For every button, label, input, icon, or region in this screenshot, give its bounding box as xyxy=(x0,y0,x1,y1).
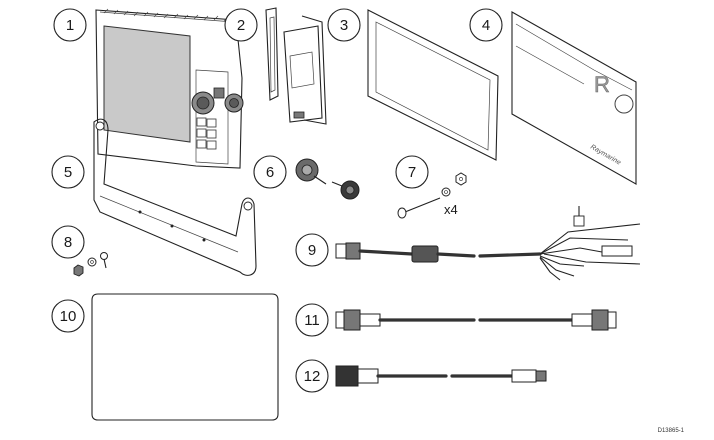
power-data-cable xyxy=(335,206,641,281)
callout-12: 12 xyxy=(295,359,329,393)
callout-10: 10 xyxy=(51,299,85,333)
callout-2: 2 xyxy=(224,8,258,42)
panel-gasket xyxy=(367,9,499,161)
callout-3: 3 xyxy=(327,8,361,42)
adapter-cable xyxy=(335,365,547,387)
svg-text:5: 5 xyxy=(64,164,72,181)
svg-text:11: 11 xyxy=(304,312,320,329)
svg-text:2: 2 xyxy=(237,17,245,34)
card-reader-trim-pieces xyxy=(265,7,327,125)
svg-text:9: 9 xyxy=(308,242,316,259)
sun-cover: R Raymarine xyxy=(511,11,637,185)
callout-4: 4 xyxy=(469,8,503,42)
svg-text:Raymarine: Raymarine xyxy=(589,144,622,167)
callout-7: 7 xyxy=(395,155,429,189)
svg-text:6: 6 xyxy=(266,164,274,181)
trunnion-knobs xyxy=(295,158,360,200)
figure-code: D13865-1 xyxy=(658,428,685,434)
svg-text:3: 3 xyxy=(340,17,348,34)
callout-6: 6 xyxy=(253,155,287,189)
screw-set: x4 xyxy=(397,172,467,219)
protective-sheet xyxy=(91,293,279,421)
svg-text:7: 7 xyxy=(408,164,416,181)
trunnion-bracket xyxy=(93,118,257,276)
svg-text:1: 1 xyxy=(66,17,74,34)
svg-text:x4: x4 xyxy=(444,202,458,217)
callout-1: 1 xyxy=(53,8,87,42)
display-unit xyxy=(95,8,244,169)
network-cable xyxy=(335,309,617,331)
callout-11: 11 xyxy=(295,303,329,337)
callout-8: 8 xyxy=(51,225,85,259)
svg-text:4: 4 xyxy=(482,17,490,34)
svg-text:10: 10 xyxy=(60,308,77,325)
svg-text:8: 8 xyxy=(64,234,72,251)
callout-9: 9 xyxy=(295,233,329,267)
small-fixings xyxy=(73,252,108,277)
svg-text:12: 12 xyxy=(304,368,321,385)
svg-text:R: R xyxy=(594,72,610,97)
callout-5: 5 xyxy=(51,155,85,189)
